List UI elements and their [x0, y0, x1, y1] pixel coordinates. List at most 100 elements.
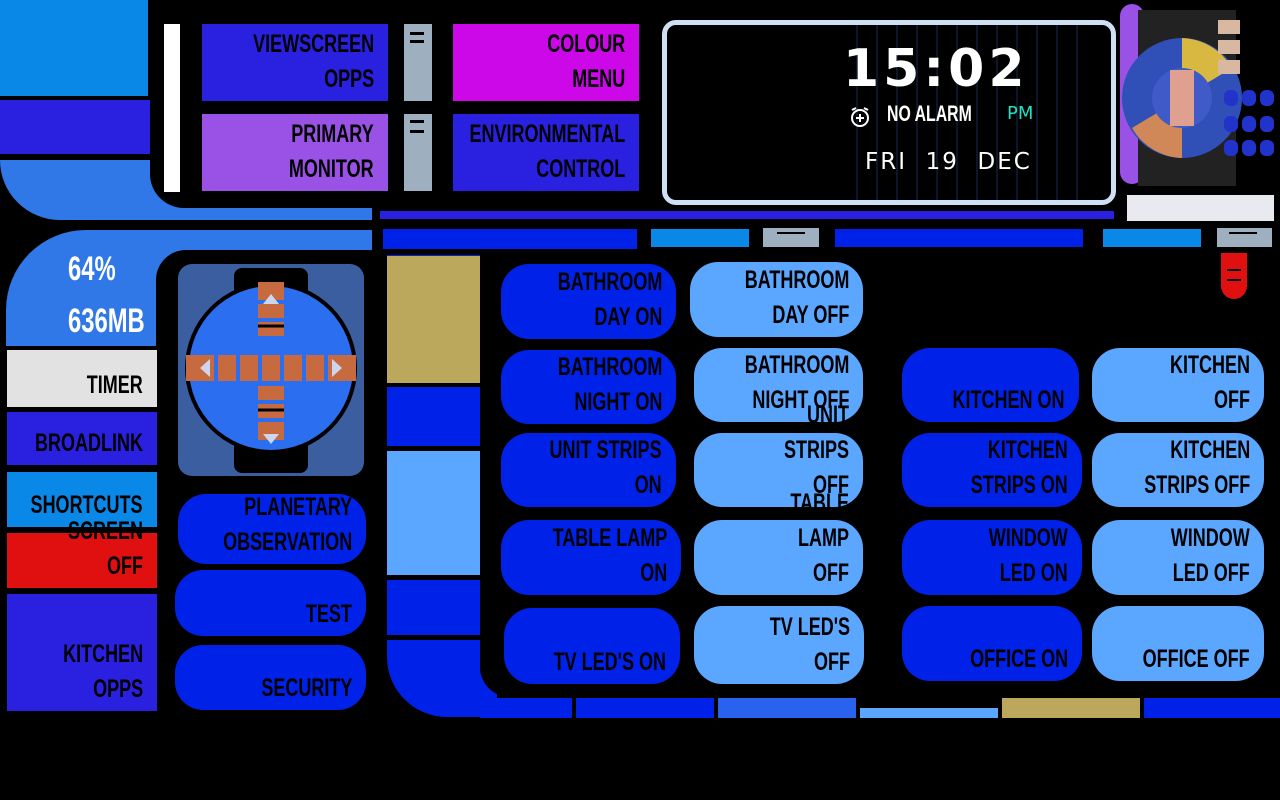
clock-time: 15:02: [843, 39, 1029, 99]
clock-panel: 15:02 NO ALARM PM FRI 19 DEC: [662, 20, 1116, 205]
planetary-label: PLANETARY OBSERVATION: [222, 493, 352, 556]
kitchen-off-button[interactable]: KITCHEN OFF: [1092, 348, 1264, 422]
broadlink-label: BROADLINK: [34, 429, 143, 457]
table-lamp-off-label: TABLE LAMP OFF: [790, 489, 849, 587]
bottom-bar-6: [1144, 698, 1280, 718]
test-button[interactable]: TEST: [175, 570, 366, 636]
tv-leds-off-button[interactable]: TV LED'S OFF: [694, 606, 864, 684]
kitchen-on-label: KITCHEN ON: [952, 386, 1065, 414]
office-off-button[interactable]: OFFICE OFF: [1092, 606, 1264, 681]
frame-gap-3: [387, 575, 480, 580]
frame-seg-tan: [387, 256, 480, 383]
divider-thin: [380, 211, 1114, 219]
bathroom-night-on-button[interactable]: BATHROOM NIGHT ON: [501, 350, 676, 424]
unit-strips-on-button[interactable]: UNIT STRIPS ON: [501, 433, 676, 507]
bathroom-day-on-button[interactable]: BATHROOM DAY ON: [501, 264, 676, 339]
white-strip-right: [1127, 195, 1274, 221]
kitchen-strips-on-label: KITCHEN STRIPS ON: [970, 436, 1068, 499]
window-led-off-button[interactable]: WINDOW LED OFF: [1092, 520, 1264, 595]
kitchen-opps-label: KITCHEN OPPS: [63, 640, 143, 703]
viewscreen-opps-button[interactable]: VIEWSCREEN OPPS: [202, 24, 388, 101]
kitchen-off-label: KITCHEN OFF: [1170, 351, 1250, 414]
bottom-bar-2: [576, 698, 714, 718]
top-slider-handle-1[interactable]: [404, 24, 432, 101]
top-left-block-2: [0, 100, 150, 154]
environmental-label: ENVIRONMENTAL CONTROL: [469, 120, 625, 183]
kitchen-on-button[interactable]: KITCHEN ON: [902, 348, 1079, 422]
viewscreen-opps-label: VIEWSCREEN OPPS: [252, 30, 374, 93]
security-label: SECURITY: [260, 674, 352, 702]
bottom-bar-5: [1002, 698, 1140, 718]
bathroom-day-off-button[interactable]: BATHROOM DAY OFF: [690, 262, 863, 337]
frame-gap-2: [387, 446, 480, 451]
unit-strips-on-label: UNIT STRIPS ON: [549, 436, 662, 499]
shortcuts-button[interactable]: SHORTCUTS: [7, 472, 157, 527]
clock-date: FRI 19 DEC: [865, 149, 1032, 175]
window-led-on-label: WINDOW LED ON: [989, 524, 1068, 587]
broadlink-button[interactable]: BROADLINK: [7, 412, 157, 465]
bathroom-night-off-label: BATHROOM NIGHT OFF: [744, 351, 849, 414]
kitchen-strips-off-button[interactable]: KITCHEN STRIPS OFF: [1092, 433, 1264, 507]
bottom-bar-3: [718, 698, 856, 718]
timer-button[interactable]: TIMER: [7, 350, 157, 407]
tv-leds-on-button[interactable]: TV LED'S ON: [504, 608, 680, 684]
bar-grey-1[interactable]: [763, 228, 819, 247]
memory-usage: 636MB: [68, 302, 145, 340]
bar-grey-2[interactable]: [1217, 228, 1272, 247]
bottom-bar-1: [480, 698, 572, 718]
tv-leds-off-label: TV LED'S OFF: [769, 613, 850, 676]
shortcuts-label: SHORTCUTS: [30, 491, 143, 519]
bar-1: [383, 229, 637, 249]
kitchen-strips-on-button[interactable]: KITCHEN STRIPS ON: [902, 433, 1082, 507]
frame-seg-light: [387, 451, 480, 575]
office-on-button[interactable]: OFFICE ON: [902, 606, 1082, 681]
environmental-control-button[interactable]: ENVIRONMENTAL CONTROL: [453, 114, 639, 191]
alarm-clock-icon: [849, 106, 871, 128]
screen-off-label: SCREEN OFF: [67, 517, 143, 580]
office-off-label: OFFICE OFF: [1143, 645, 1250, 673]
table-lamp-on-label: TABLE LAMP ON: [552, 524, 667, 587]
alarm-status: NO ALARM: [887, 101, 972, 126]
window-led-on-button[interactable]: WINDOW LED ON: [902, 520, 1082, 595]
kitchen-opps-button[interactable]: KITCHEN OPPS: [7, 594, 157, 711]
frame-gap-4: [387, 635, 480, 640]
bar-4: [1103, 229, 1201, 247]
office-on-label: OFFICE ON: [970, 645, 1068, 673]
bathroom-day-off-label: BATHROOM DAY OFF: [744, 266, 849, 329]
directional-pad-icon[interactable]: [182, 268, 360, 473]
red-grip-icon[interactable]: [1221, 253, 1247, 299]
unit-strips-off-label: UNIT STRIPS OFF: [783, 401, 849, 499]
bathroom-day-on-label: BATHROOM DAY ON: [557, 268, 662, 331]
bar-2: [651, 229, 749, 247]
frame-seg-dark: [387, 387, 480, 446]
planetary-observation-button[interactable]: PLANETARY OBSERVATION: [178, 493, 366, 564]
primary-monitor-button[interactable]: PRIMARY MONITOR: [202, 114, 388, 191]
battery-level: 64%: [68, 250, 116, 288]
top-slider-handle-2[interactable]: [404, 114, 432, 191]
white-bar: [164, 24, 180, 192]
bar-3: [835, 229, 1083, 247]
bathroom-night-on-label: BATHROOM NIGHT ON: [557, 353, 662, 416]
illumination-label: ILLUMINATION COLOUR MENU: [497, 0, 625, 93]
clock-grid: [856, 25, 1078, 200]
table-lamp-on-button[interactable]: TABLE LAMP ON: [501, 520, 681, 595]
table-lamp-off-button[interactable]: TABLE LAMP OFF: [694, 489, 863, 595]
frame-gap-1: [387, 383, 480, 387]
tv-leds-on-label: TV LED'S ON: [553, 648, 666, 676]
bathroom-night-off-button[interactable]: BATHROOM NIGHT OFF: [694, 348, 863, 422]
top-left-block: [0, 0, 148, 96]
kitchen-strips-off-label: KITCHEN STRIPS OFF: [1143, 436, 1250, 499]
unit-strips-off-button[interactable]: UNIT STRIPS OFF: [694, 401, 863, 507]
frame-seg-dark-2: [387, 580, 480, 635]
primary-monitor-label: PRIMARY MONITOR: [289, 120, 374, 183]
test-label: TEST: [305, 600, 352, 628]
security-button[interactable]: SECURITY: [175, 645, 366, 710]
lcars-display-graphic: [1118, 0, 1280, 190]
window-led-off-label: WINDOW LED OFF: [1171, 524, 1250, 587]
left-band: [170, 230, 372, 250]
timer-label: TIMER: [86, 371, 143, 399]
ampm-indicator: PM: [1007, 103, 1034, 124]
screen-off-button[interactable]: SCREEN OFF: [7, 517, 157, 588]
bottom-bar-4: [860, 708, 998, 718]
illumination-colour-menu-button[interactable]: ILLUMINATION COLOUR MENU: [453, 0, 639, 101]
